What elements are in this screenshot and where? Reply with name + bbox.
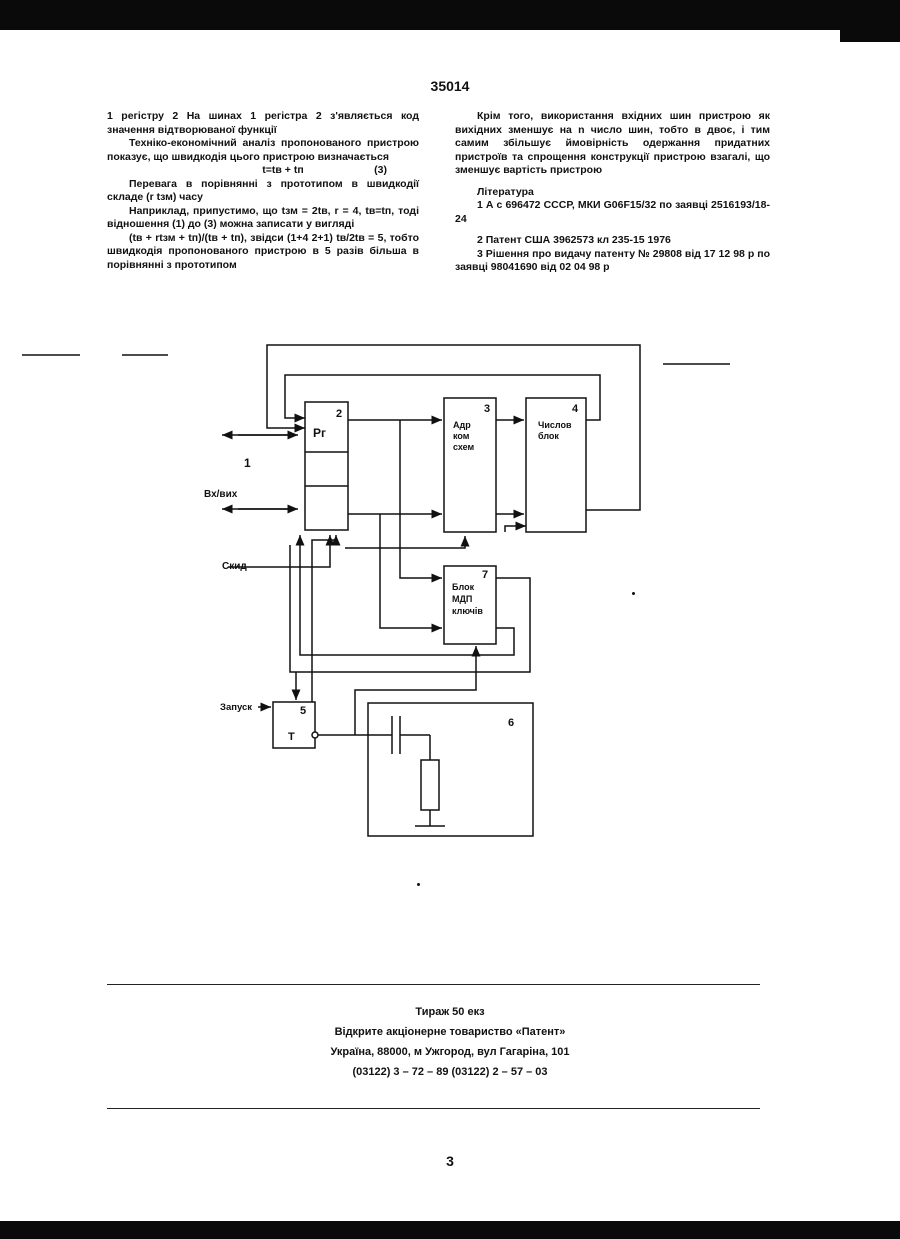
block2-label: Рг: [313, 426, 326, 440]
literature-heading: Література: [455, 186, 770, 200]
paragraph-register: 1 регістру 2 На шинах 1 регістра 2 з'явл…: [107, 110, 419, 137]
publisher-phones: (03122) 3 – 72 – 89 (03122) 2 – 57 – 03: [0, 1062, 900, 1082]
block7-line1: Блок: [452, 582, 475, 592]
footer-imprint: Тираж 50 екз Відкрите акціонерне товарис…: [0, 1002, 900, 1082]
block6-number: 6: [508, 717, 514, 729]
block7-line2: МДП: [452, 594, 472, 604]
right-text-column: Крім того, використання вхідних шин прис…: [455, 110, 770, 275]
io-label: Вх/вих: [204, 489, 238, 500]
address-block: [444, 398, 496, 532]
spacer: [455, 226, 770, 234]
block4-number: 4: [572, 403, 579, 415]
print-run: Тираж 50 екз: [0, 1002, 900, 1022]
publisher: Відкрите акціонерне товариство «Патент»: [0, 1022, 900, 1042]
mdp-switch-block: [444, 566, 496, 644]
scan-speck: [417, 883, 420, 886]
block3-line1: Адр: [453, 420, 471, 430]
reference-2: 2 Патент США 3962573 кл 235-15 1976: [455, 234, 770, 248]
block3-line3: схем: [453, 442, 475, 452]
left-text-column: 1 регістру 2 На шинах 1 регістра 2 з'явл…: [107, 110, 419, 272]
start-label: Запуск: [220, 702, 252, 713]
block3-number: 3: [484, 403, 490, 415]
publisher-address: Україна, 88000, м Ужгород, вул Гагаріна,…: [0, 1042, 900, 1062]
bottom-scan-border: [0, 1221, 900, 1239]
page-number: 3: [0, 1153, 900, 1169]
reference-3: 3 Рішення про видачу патенту № 29808 від…: [455, 248, 770, 275]
block7-line3: ключів: [452, 606, 483, 616]
formula-3: t=tв + tп (3): [107, 164, 419, 178]
numeric-block: [526, 398, 586, 532]
formula-number: (3): [374, 164, 387, 178]
block-diagram: Рг 2 Адр ком схем 3 Числов блок 4 Блок М…: [0, 330, 900, 890]
paragraph-ratio: (tв + rtзм + tп)/(tв + tп), звідси (1+4 …: [107, 232, 419, 273]
top-scan-border-notch: [840, 30, 900, 42]
block5-number: 5: [300, 705, 306, 717]
paragraph-conclusion: Крім того, використання вхідних шин прис…: [455, 110, 770, 178]
paragraph-advantage: Перевага в порівнянні з прототипом в шви…: [107, 178, 419, 205]
reset-label: Скид: [222, 561, 247, 572]
top-scan-border: [0, 0, 900, 30]
bus-label: 1: [244, 456, 251, 470]
block4-line2: блок: [538, 431, 559, 441]
formula-expression: t=tв + tп: [262, 164, 303, 176]
block5-label: Т: [288, 731, 295, 743]
document-number: 35014: [0, 78, 900, 94]
footer-top-rule: [107, 984, 760, 985]
register-block: [305, 402, 348, 530]
block7-number: 7: [482, 569, 488, 581]
block3-line2: ком: [453, 431, 470, 441]
spacer: [455, 178, 770, 186]
reference-1: 1 А с 696472 СССР, МКИ G06F15/32 по заяв…: [455, 199, 770, 226]
block4-line1: Числов: [538, 420, 572, 430]
footer-bottom-rule: [107, 1108, 760, 1109]
scan-speck: [632, 592, 635, 595]
block2-number: 2: [336, 408, 342, 420]
paragraph-example: Наприклад, припустимо, що tзм = 2tв, r =…: [107, 205, 419, 232]
paragraph-analysis: Техніко-економічний аналіз пропонованого…: [107, 137, 419, 164]
